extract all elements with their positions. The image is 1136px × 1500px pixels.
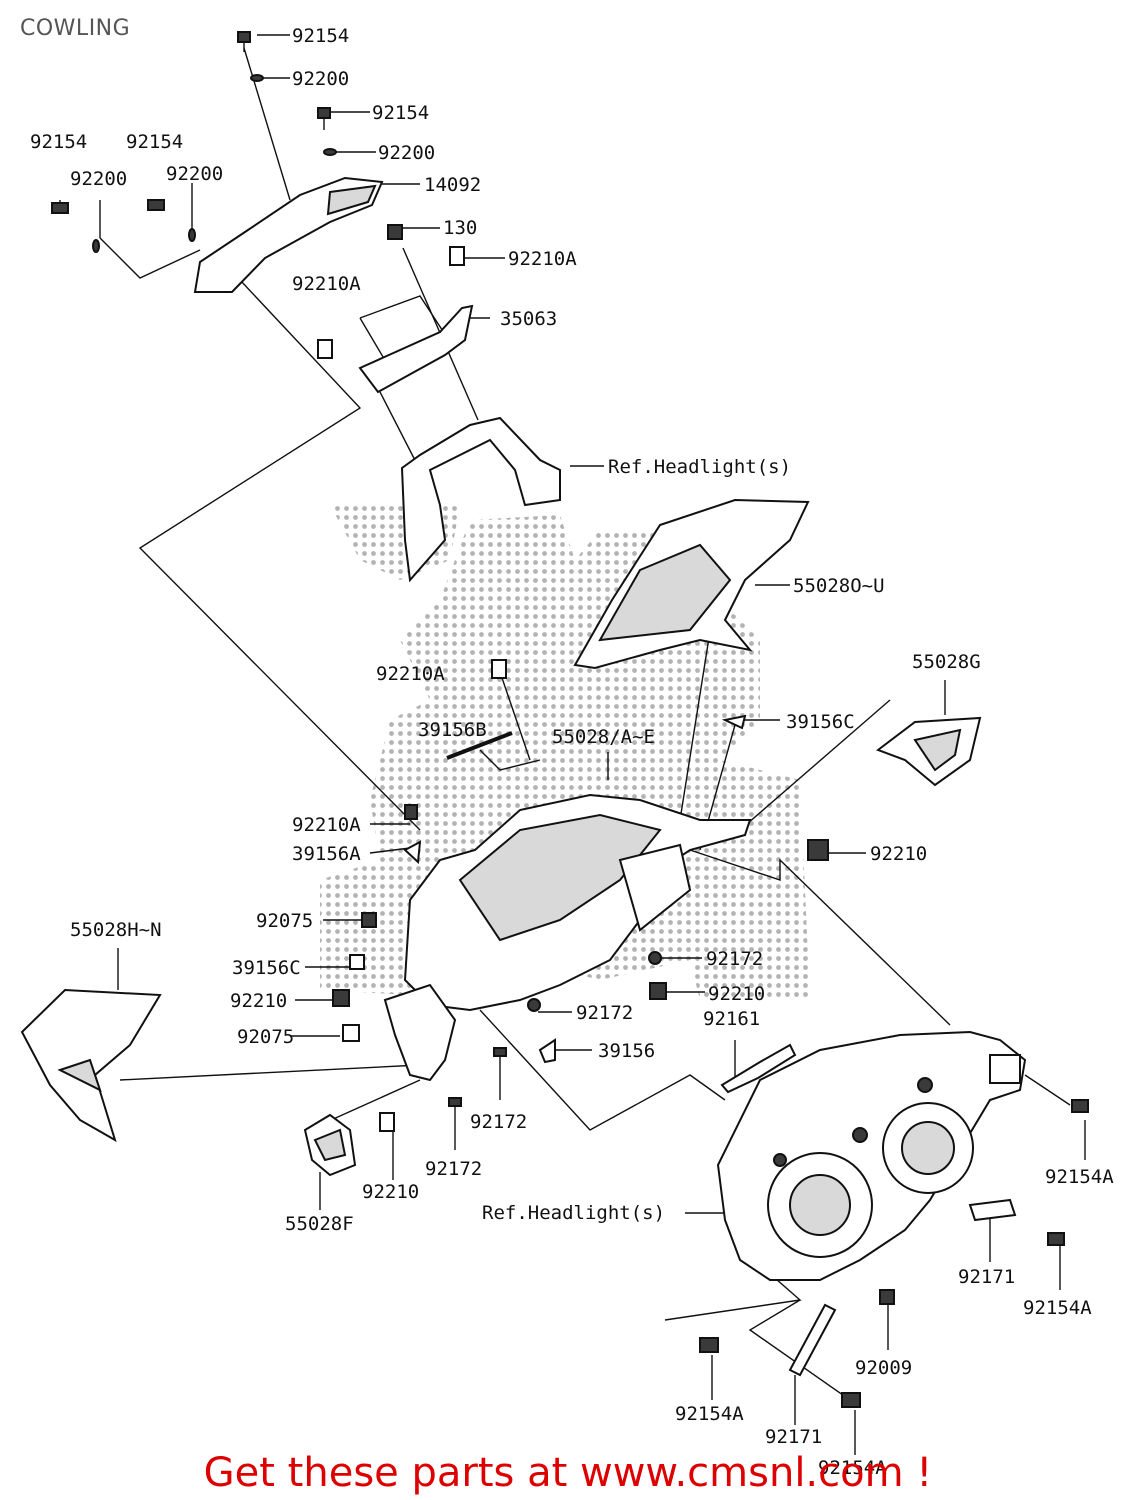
label-55028-A-E: 55028/A~E: [552, 726, 655, 748]
label-92172-a: 92172: [706, 948, 763, 970]
part-reflector-55028F: [303, 1113, 357, 1177]
label-92075-b: 92075: [237, 1026, 294, 1048]
label-92210-c: 92210: [230, 990, 287, 1012]
label-92154-a: 92154: [292, 25, 349, 47]
part-inner-panel-55028O-U: [573, 498, 810, 670]
label-39156C-b: 39156C: [232, 957, 301, 979]
label-39156A: 39156A: [292, 843, 361, 865]
part-pad-39156C-top: [721, 714, 747, 730]
part-nut-92210-mid: [649, 982, 667, 1000]
label-39156C-a: 39156C: [786, 711, 855, 733]
label-ref-headlight-top: Ref.Headlight(s): [608, 456, 791, 478]
part-collar-92210A-left: [317, 339, 333, 359]
part-clip-92210A-d: [404, 804, 418, 820]
part-washer-92200-mid: [323, 148, 337, 156]
part-strip-39156B: [446, 731, 513, 760]
label-35063: 35063: [500, 308, 557, 330]
part-washer-92200-top: [250, 74, 264, 82]
part-screw-92009: [879, 1289, 895, 1305]
part-pad-39156A: [403, 840, 422, 865]
part-wire-92161: [720, 1043, 797, 1094]
part-nut-92210-right: [807, 839, 829, 861]
part-cover-14092: [193, 176, 384, 293]
part-bracket-35063: [358, 304, 561, 583]
label-92154A-b: 92154A: [1023, 1297, 1092, 1319]
part-screw-92172-c: [493, 1047, 507, 1057]
part-screw-92154-left2: [147, 199, 165, 211]
label-92161: 92161: [703, 1008, 760, 1030]
label-92200-d: 92200: [166, 163, 223, 185]
label-39156B: 39156B: [418, 719, 487, 741]
part-pad-39156C-low: [349, 954, 365, 970]
label-55028G: 55028G: [912, 651, 981, 673]
label-92154-b: 92154: [372, 102, 429, 124]
part-trim-55028G: [875, 716, 982, 787]
footer-banner[interactable]: Get these parts at www.cmsnl.com !: [203, 1450, 933, 1496]
label-92200-c: 92200: [70, 168, 127, 190]
label-92200-a: 92200: [292, 68, 349, 90]
label-39156: 39156: [598, 1040, 655, 1062]
label-92172-d: 92172: [425, 1158, 482, 1180]
diagram-title: COWLING: [20, 16, 131, 41]
label-92154-c: 92154: [30, 131, 87, 153]
part-screw-92154A-r1: [1071, 1099, 1089, 1113]
label-92210-a: 92210: [870, 843, 927, 865]
label-92171-a: 92171: [958, 1266, 1015, 1288]
label-92172-b: 92172: [576, 1002, 633, 1024]
part-collar-92171-r: [968, 1198, 1017, 1222]
label-130: 130: [443, 217, 477, 239]
part-screw-92154-top: [237, 31, 251, 52]
label-ref-headlight-bottom: Ref.Headlight(s): [482, 1202, 665, 1224]
label-92154A-d: 92154A: [818, 1457, 887, 1479]
part-upper-cowl-55028: [403, 793, 752, 1012]
label-55028O-U: 55028O~U: [793, 575, 885, 597]
label-92200-b: 92200: [378, 142, 435, 164]
label-92210A-b: 92210A: [292, 273, 361, 295]
label-55028F: 55028F: [285, 1213, 354, 1235]
label-92075-a: 92075: [256, 910, 313, 932]
part-cowl-side-55028H-N: [20, 988, 162, 1143]
label-92154A-c: 92154A: [675, 1403, 744, 1425]
part-screw-92154A-b1: [699, 1337, 719, 1353]
part-screw-92172-b: [527, 998, 541, 1012]
label-92009: 92009: [855, 1357, 912, 1379]
part-collar-92171-b: [788, 1303, 837, 1377]
part-screw-92154-mid: [317, 107, 331, 130]
label-92210A-d: 92210A: [292, 814, 361, 836]
part-nut-92210-left: [332, 989, 350, 1007]
label-92172-c: 92172: [470, 1111, 527, 1133]
part-pad-39156: [538, 1038, 556, 1064]
part-grommet-92075-b: [342, 1024, 360, 1042]
part-screw-92154-left: [51, 202, 69, 214]
part-clip-92210A-c: [491, 659, 507, 679]
label-92154-d: 92154: [126, 131, 183, 153]
label-92210A-c: 92210A: [376, 663, 445, 685]
label-14092: 14092: [424, 174, 481, 196]
part-screw-92154A-r2: [1047, 1232, 1065, 1246]
part-bolt-130: [387, 224, 403, 240]
label-92210-d: 92210: [362, 1181, 419, 1203]
part-collar-92210A-top: [449, 246, 465, 266]
leader-lines: [59, 34, 1086, 1455]
part-screw-92172-d: [448, 1097, 462, 1107]
part-screw-92172-a: [648, 951, 662, 965]
part-grommet-92075-a: [361, 912, 377, 928]
part-washer-92200-left: [92, 239, 100, 253]
label-92171-b: 92171: [765, 1426, 822, 1448]
part-nut-92210-low: [379, 1112, 395, 1132]
part-labels: 92154 92200 92154 92200 92154 92154 9220…: [30, 25, 1114, 1479]
label-92210-b: 92210: [708, 983, 765, 1005]
part-washer-92200-left2: [188, 228, 196, 242]
part-headlight-assembly: [716, 1030, 1027, 1281]
label-55028H-N: 55028H~N: [70, 919, 162, 941]
label-92210A-a: 92210A: [508, 248, 577, 270]
part-screw-92154A-b2: [841, 1392, 861, 1408]
part-bracket-lower-left: [383, 983, 457, 1082]
label-92154A-a: 92154A: [1045, 1166, 1114, 1188]
